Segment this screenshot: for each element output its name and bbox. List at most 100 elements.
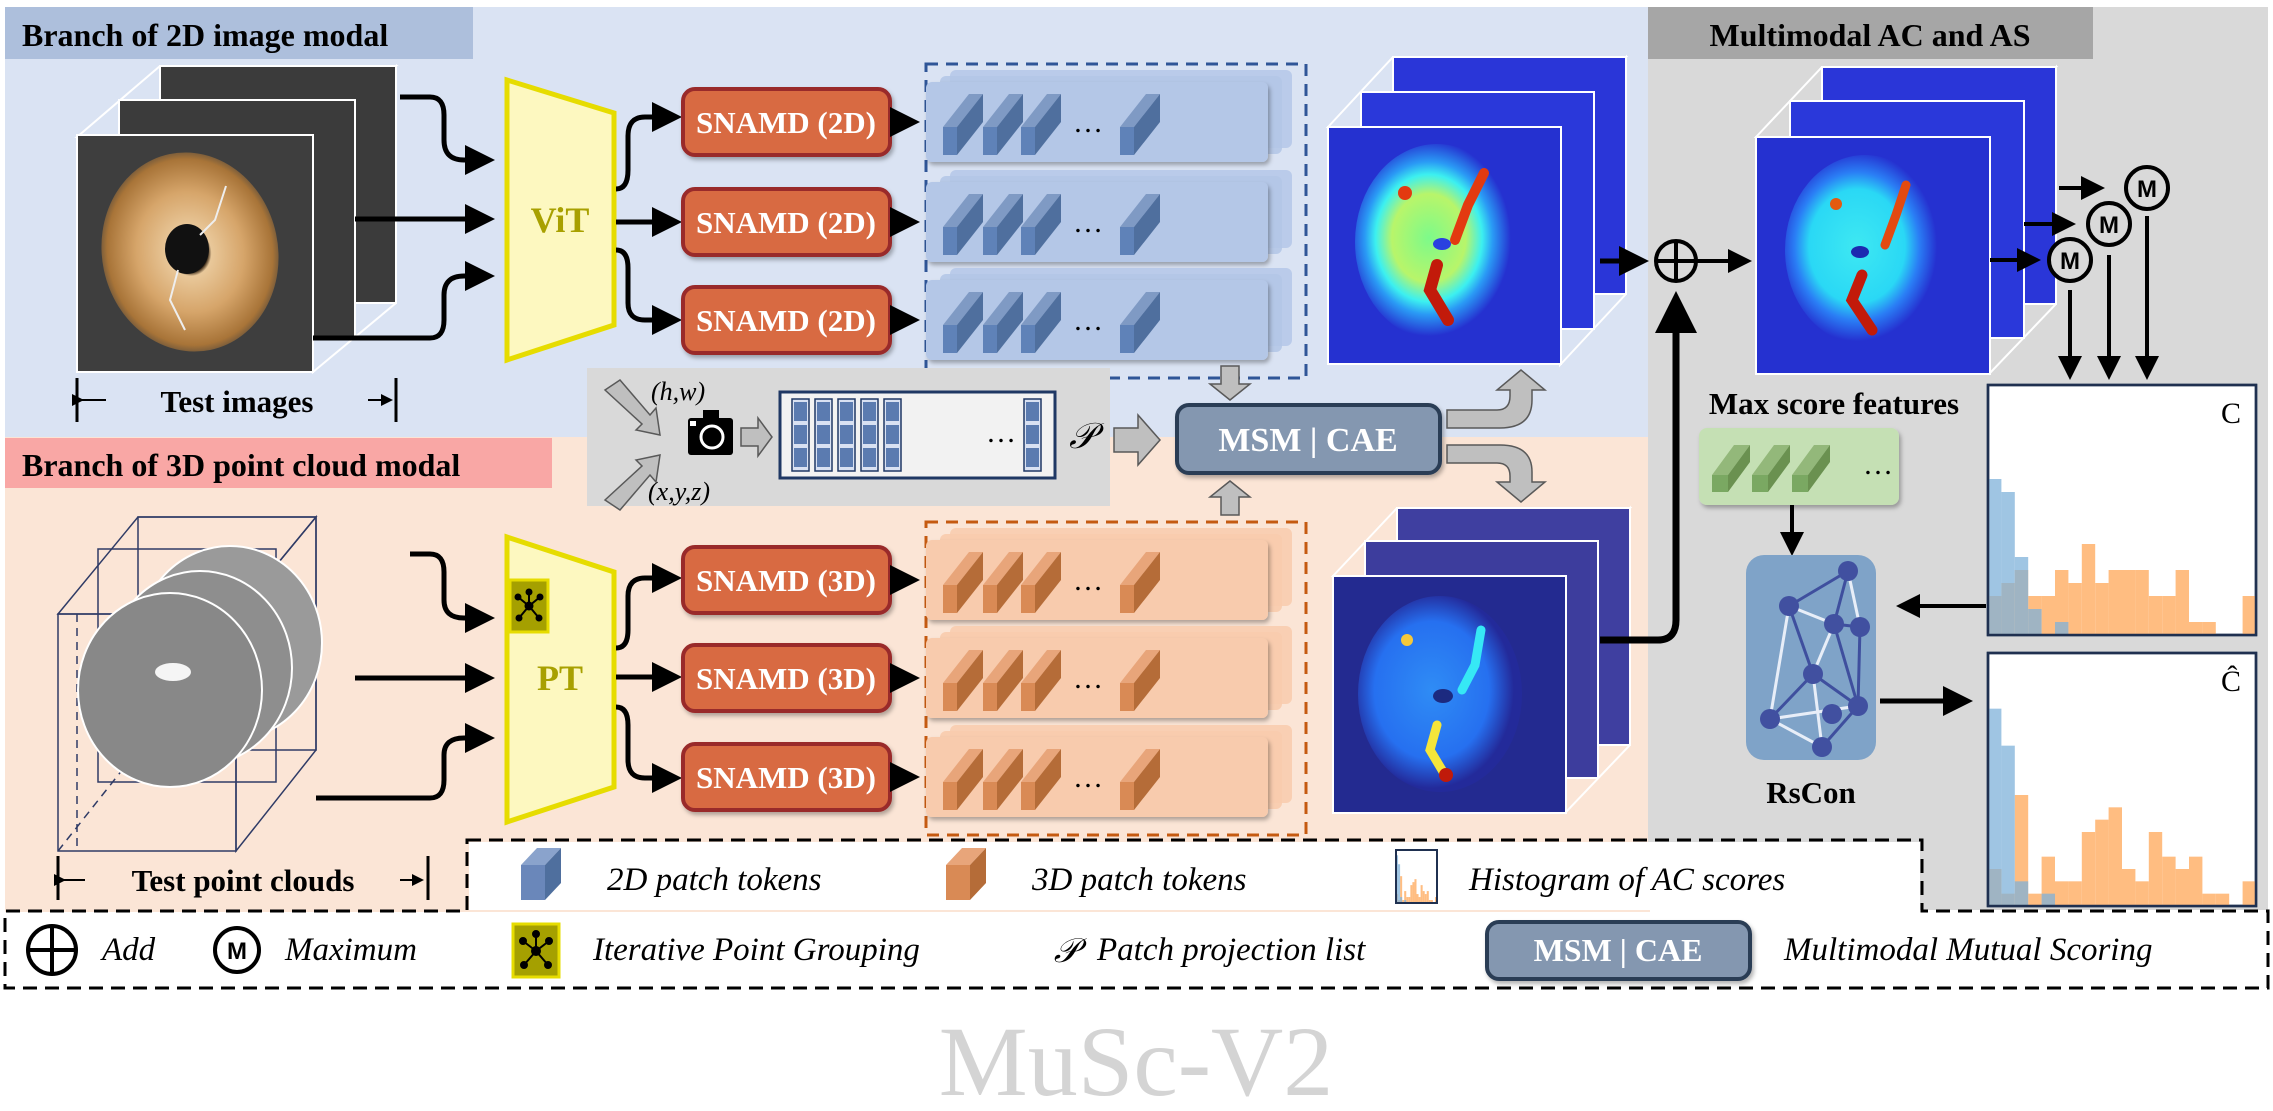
max-arrows <box>1990 176 2159 380</box>
graph-node <box>1850 617 1870 637</box>
maximum-icon-letter: M <box>227 938 247 965</box>
legend-mutual-scoring-label: Multimodal Mutual Scoring <box>1783 932 2152 968</box>
projection-input-2d: (h,w) <box>651 377 705 406</box>
maximum-operator-letter: M <box>2137 176 2157 203</box>
bar-normal-6 <box>2055 622 2069 635</box>
msm-to-heatmap2d-arrow <box>1446 369 1548 429</box>
title-2d: Branch of 2D image modal <box>22 17 388 53</box>
title-2d-bg <box>5 7 473 59</box>
histogram-c-hat: Ĉ <box>1986 651 2258 908</box>
title-3d-bg <box>5 438 552 488</box>
bar-anomalous-3 <box>1400 876 1403 903</box>
snamd-label: SNAMD (2D) <box>696 105 876 140</box>
legend-3d-token-label: 3D patch tokens <box>1031 862 1246 898</box>
bar-normal-2 <box>2001 492 2015 635</box>
title-3d: Branch of 3D point cloud modal <box>22 447 460 483</box>
patch-token <box>983 749 1023 810</box>
maximum-operator: M <box>2086 201 2132 247</box>
projection-column <box>860 398 879 472</box>
max-score-token <box>1752 445 1790 492</box>
bar-anomalous-14 <box>2162 856 2176 906</box>
patch-token <box>1021 552 1061 613</box>
bar-anomalous-6 <box>1406 897 1409 903</box>
bar-anomalous-14 <box>2162 596 2176 635</box>
bar-anomalous-12 <box>1418 897 1421 903</box>
token-ellipsis: … <box>1073 564 1103 597</box>
patch-token <box>943 552 983 613</box>
patch-token <box>943 749 983 810</box>
bar-anomalous-11 <box>1416 894 1419 903</box>
bar-anomalous-11 <box>2122 868 2136 906</box>
patch-token <box>1021 94 1061 155</box>
histogram-border <box>1395 849 1438 904</box>
histogram-border <box>1986 383 2258 637</box>
bar-anomalous-8 <box>2081 831 2096 906</box>
legend-top-bg <box>469 842 1920 910</box>
vit-label: ViT <box>531 200 590 240</box>
legend-projection-label: Patch projection list <box>1096 932 1366 968</box>
bar-anomalous-3 <box>2014 794 2029 906</box>
graph-edge <box>1856 626 1862 707</box>
bar-anomalous-17 <box>2202 893 2216 906</box>
title-multimodal-bg <box>1648 7 2093 59</box>
bar-anomalous-6 <box>2055 570 2069 635</box>
legend-3d-token <box>946 848 986 900</box>
graph-edge <box>1832 623 1860 707</box>
patch-token <box>943 194 983 255</box>
msm-cae-label: MSM | CAE <box>1218 422 1397 459</box>
max-score-features-label: Max score features <box>1709 386 1959 421</box>
camera-icon <box>688 410 733 455</box>
projection-ellipsis: … <box>986 416 1016 449</box>
bar-anomalous-17 <box>1428 900 1431 903</box>
graph-node <box>1822 704 1842 724</box>
msm-cae-legend-icon <box>1485 920 1752 981</box>
arrows-pt-snamd <box>615 563 682 793</box>
graph-node <box>1824 614 1844 634</box>
bar-anomalous-12 <box>2135 570 2149 635</box>
histogram-title: C <box>2221 397 2241 430</box>
legend-bottom-bg <box>7 913 2266 986</box>
patch-token <box>943 94 983 155</box>
watermark: MuSc-V2 <box>939 1006 1333 1111</box>
patch-token <box>1120 650 1160 711</box>
bar-anomalous-10 <box>2108 807 2122 906</box>
patch-token <box>943 650 983 711</box>
bar-anomalous-15 <box>1424 894 1427 903</box>
bar-anomalous-10 <box>1414 879 1417 903</box>
arrows-vit-snamd <box>615 102 682 335</box>
token-ellipsis: … <box>1073 761 1103 794</box>
bar-anomalous-16 <box>1426 891 1429 903</box>
snamd-label: SNAMD (2D) <box>696 303 876 338</box>
graph-node <box>1848 696 1868 716</box>
bar-anomalous-16 <box>2189 622 2203 635</box>
maximum-operator: M <box>2124 165 2170 211</box>
projection-arrow <box>740 415 773 459</box>
bar-anomalous-7 <box>1408 897 1411 903</box>
maximum-operator-letter: M <box>2099 212 2119 239</box>
patch-token <box>1120 194 1160 255</box>
patch-token <box>983 552 1023 613</box>
msm-cae-legend-label: MSM | CAE <box>1534 932 1703 968</box>
projection-column <box>1023 398 1042 472</box>
graph-node <box>1779 596 1799 616</box>
bar-normal-5 <box>1404 900 1407 903</box>
projection-column <box>814 398 833 472</box>
test-images-dimension: Test images <box>72 378 398 422</box>
graph-edge <box>1768 605 1791 720</box>
bar-anomalous-13 <box>1420 885 1423 903</box>
graph-edge <box>1768 672 1815 721</box>
test-images-label: Test images <box>161 384 314 419</box>
arrow-tokens3d-to-msm <box>1207 480 1253 516</box>
bar-anomalous-16 <box>2189 856 2203 906</box>
add-icon <box>26 924 78 976</box>
projection-column <box>883 398 902 472</box>
arrow-tokens2d-to-msm <box>1207 365 1253 401</box>
projection-input-arrows <box>603 379 661 511</box>
bar-normal-3 <box>2014 557 2029 635</box>
bar-normal-2 <box>2001 745 2015 906</box>
title-multimodal: Multimodal AC and AS <box>1710 17 2031 53</box>
patch-token <box>983 292 1023 353</box>
token-ellipsis: … <box>1073 106 1103 139</box>
bar-anomalous-5 <box>2041 596 2055 635</box>
